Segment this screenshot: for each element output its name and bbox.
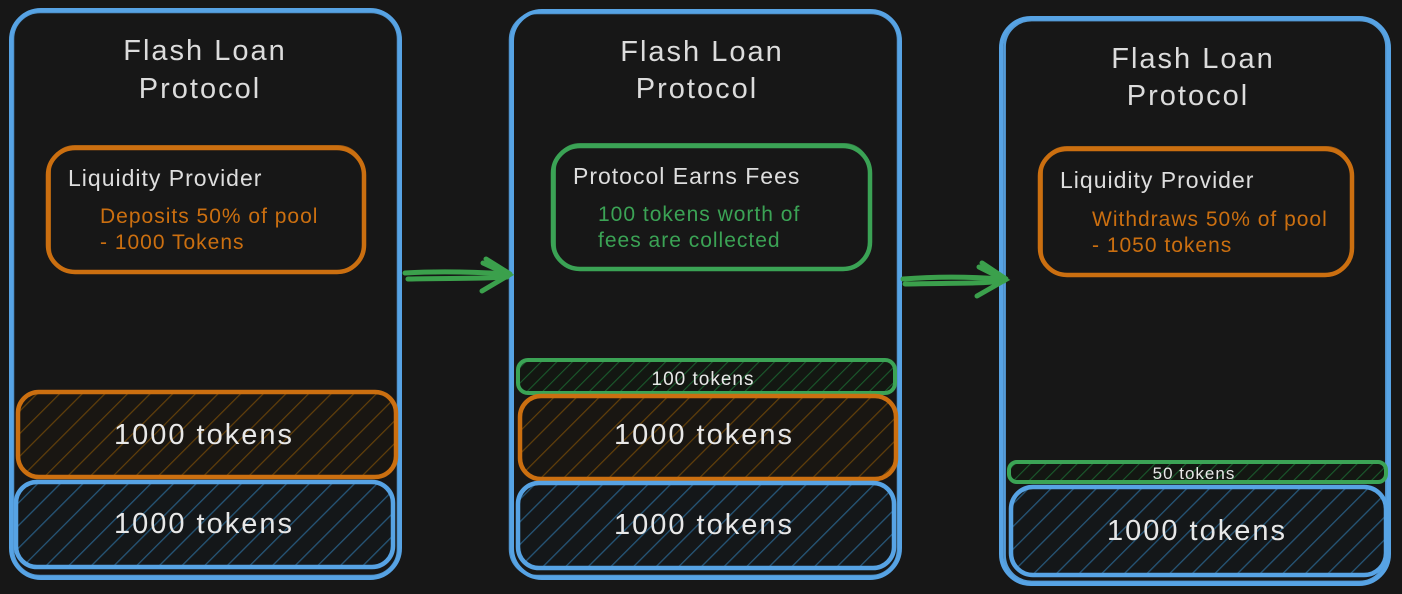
svg-text:Liquidity Provider: Liquidity Provider bbox=[1060, 167, 1254, 193]
svg-text:- 1000 Tokens: - 1000 Tokens bbox=[100, 231, 245, 254]
svg-text:Flash Loan: Flash Loan bbox=[1111, 43, 1275, 75]
svg-text:1000 tokens: 1000 tokens bbox=[614, 419, 794, 451]
svg-text:Flash Loan: Flash Loan bbox=[123, 35, 287, 67]
svg-text:100 tokens: 100 tokens bbox=[652, 369, 755, 390]
svg-text:Protocol: Protocol bbox=[1127, 80, 1249, 112]
svg-text:Protocol: Protocol bbox=[636, 73, 758, 105]
svg-text:fees are collected: fees are collected bbox=[598, 229, 781, 252]
svg-text:1000 tokens: 1000 tokens bbox=[114, 508, 294, 540]
svg-text:Flash Loan: Flash Loan bbox=[620, 36, 784, 68]
svg-text:Liquidity Provider: Liquidity Provider bbox=[68, 165, 262, 191]
svg-text:Protocol Earns Fees: Protocol Earns Fees bbox=[573, 163, 800, 189]
svg-text:1000 tokens: 1000 tokens bbox=[1107, 515, 1287, 547]
svg-text:Protocol: Protocol bbox=[139, 73, 261, 105]
svg-text:- 1050 tokens: - 1050 tokens bbox=[1092, 234, 1232, 257]
svg-text:1000 tokens: 1000 tokens bbox=[614, 509, 794, 541]
svg-text:Withdraws 50% of pool: Withdraws 50% of pool bbox=[1092, 208, 1328, 231]
svg-text:Deposits 50% of pool: Deposits 50% of pool bbox=[100, 205, 318, 228]
svg-text:100 tokens worth of: 100 tokens worth of bbox=[598, 203, 800, 226]
svg-text:50 tokens: 50 tokens bbox=[1153, 464, 1236, 483]
svg-text:1000 tokens: 1000 tokens bbox=[114, 419, 294, 451]
